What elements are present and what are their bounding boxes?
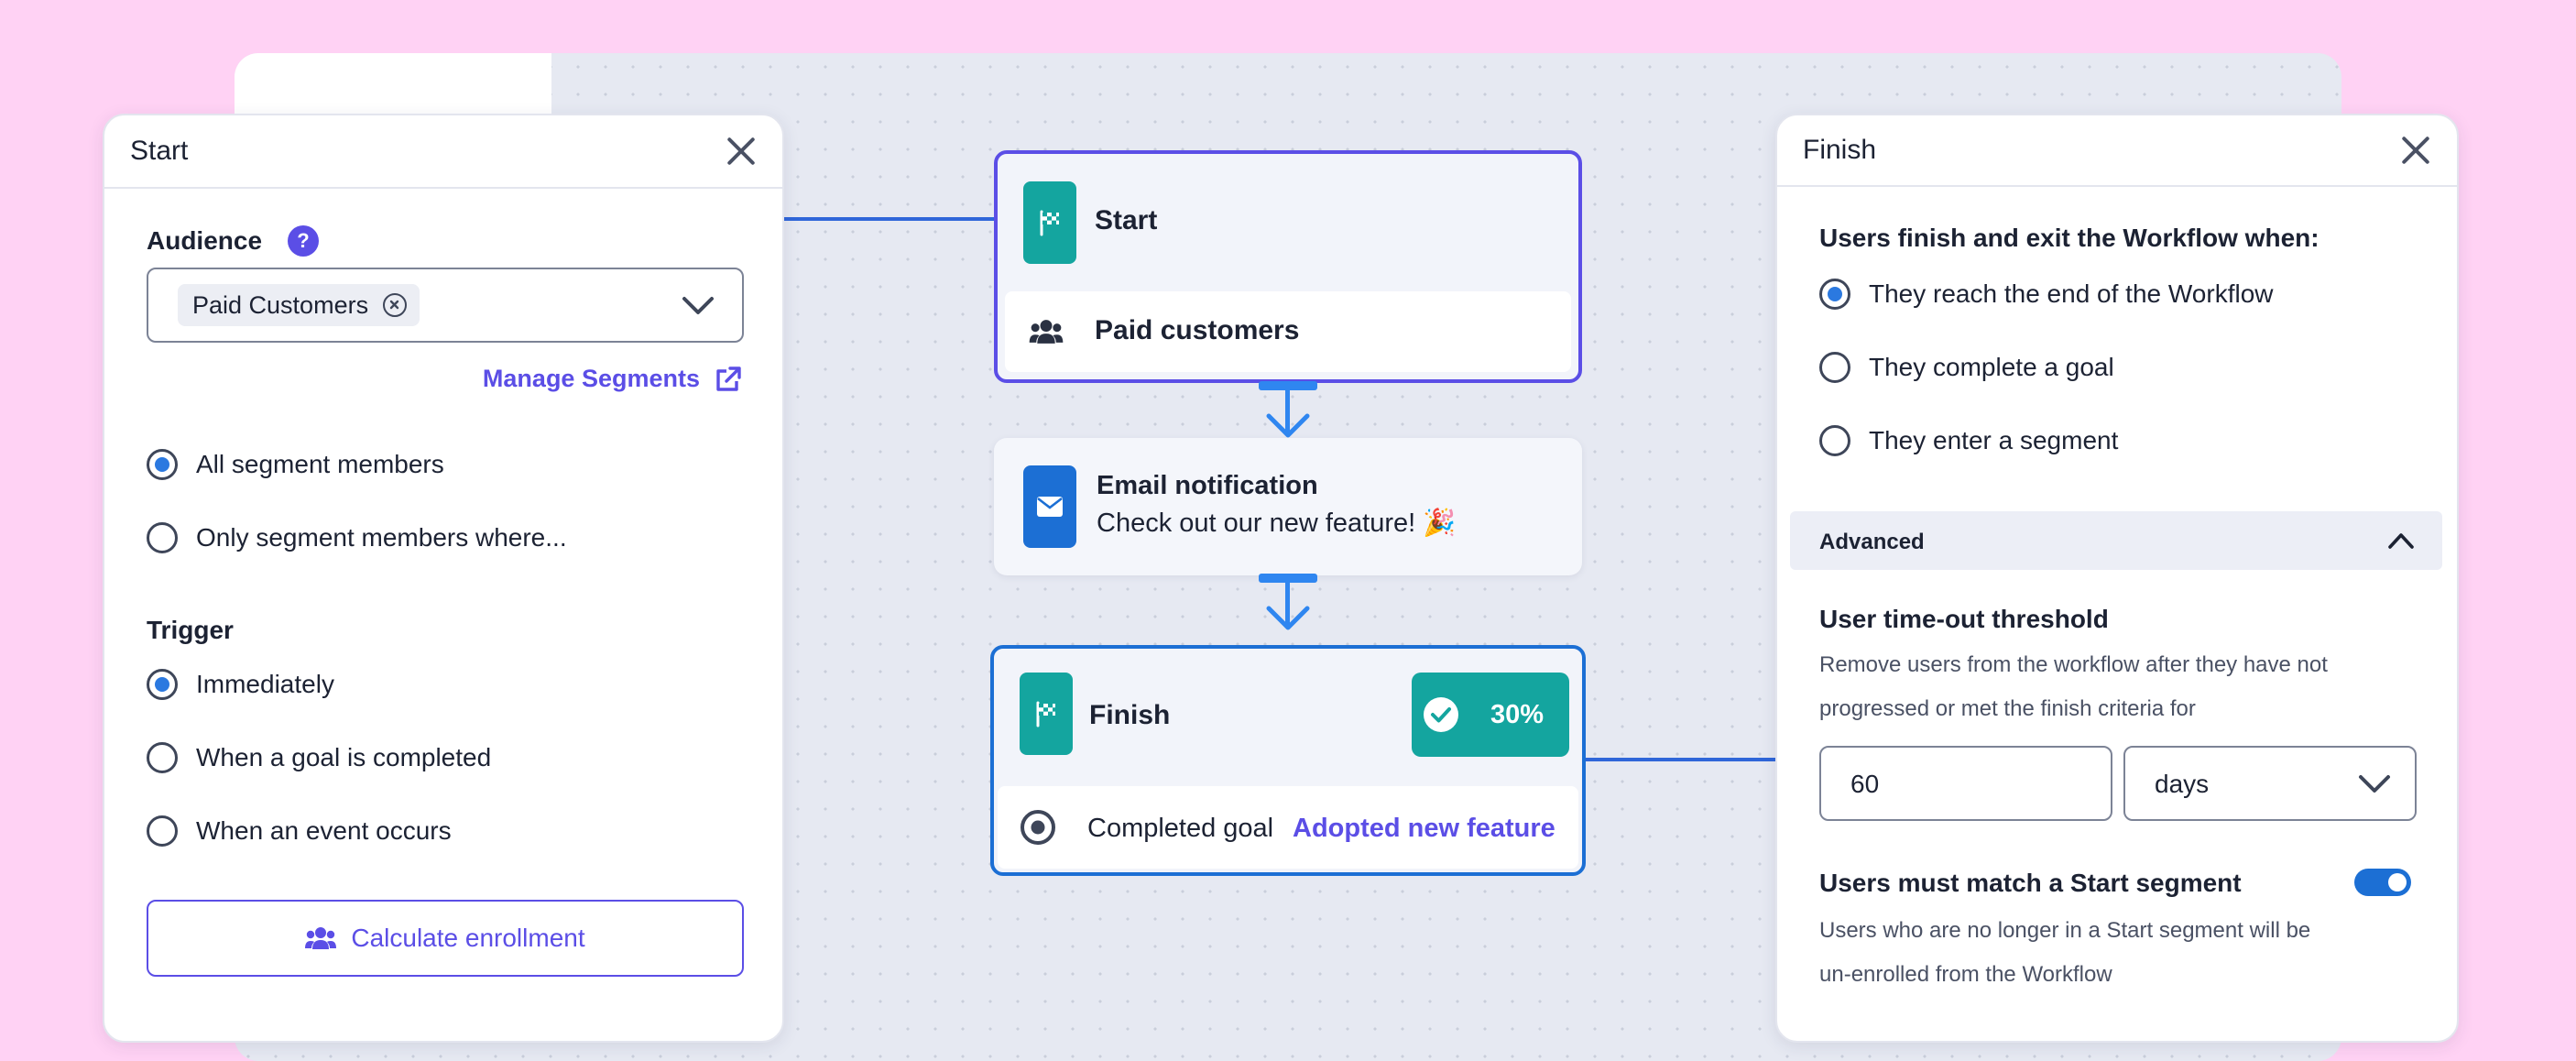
match-segment-description: Users who are no longer in a Start segme… [1819,918,2311,943]
timeout-description: Remove users from the workflow after the… [1819,652,2328,677]
remove-chip-icon[interactable] [383,293,408,317]
exit-condition-label: Users finish and exit the Workflow when: [1819,224,2319,252]
connector-handle[interactable] [1259,381,1317,390]
segment-chip: Paid Customers [178,284,420,326]
finish-node[interactable]: Finish 30% Completed goal Adopted new fe… [990,645,1586,876]
finish-connector-line [1583,758,1777,761]
arrow-down-icon [1266,606,1310,630]
external-link-icon [716,366,741,391]
panel-title: Finish [1803,135,1877,165]
mail-icon [1023,465,1076,548]
start-node-audience: Paid customers [1005,291,1571,372]
node-title: Start [1095,205,1158,235]
advanced-label: Advanced [1819,530,1925,554]
flag-icon [1023,181,1076,264]
exit-option-goal[interactable]: They complete a goal [1819,352,2114,383]
trigger-option-goal[interactable]: When a goal is completed [147,742,491,773]
node-title: Finish [1089,700,1171,730]
completion-badge: 30% [1412,673,1569,757]
radio-selected[interactable] [147,669,178,700]
radio-unselected[interactable] [147,522,178,553]
finish-panel: Finish Users finish and exit the Workflo… [1775,114,2459,1043]
timeout-description: progressed or met the finish criteria fo… [1819,696,2196,721]
start-panel-header: Start [104,115,782,189]
chevron-down-icon [2359,775,2390,793]
flag-icon [1020,673,1073,755]
start-connector-line [784,217,997,221]
radio-selected[interactable] [1819,279,1850,310]
connector-handle[interactable] [1259,574,1317,583]
goal-prefix: Completed goal [1087,814,1274,843]
chevron-up-icon[interactable] [2387,531,2415,550]
timeout-unit: days [2155,770,2210,798]
trigger-option-event[interactable]: When an event occurs [147,815,452,847]
audience-name: Paid customers [1095,315,1300,345]
advanced-section-header[interactable]: Advanced [1790,511,2442,570]
manage-segments-link[interactable]: Manage Segments [483,365,742,393]
exit-option-end[interactable]: They reach the end of the Workflow [1819,279,2274,310]
help-icon[interactable]: ? [288,225,320,257]
timeout-value: 60 [1850,770,1880,798]
toggle-knob [2388,873,2407,891]
audience-label: Audience ? [147,225,320,257]
segment-chip-label: Paid Customers [192,290,369,319]
close-icon[interactable] [2400,135,2431,166]
calculate-enrollment-button[interactable]: Calculate enrollment [147,900,744,977]
arrow-connector [1285,388,1290,434]
completion-percent: 30% [1490,699,1545,729]
audience-select[interactable]: Paid Customers [147,268,744,343]
close-icon[interactable] [726,136,757,167]
timeout-value-input[interactable]: 60 [1819,746,2112,821]
match-segment-toggle[interactable] [2354,869,2411,896]
radio-unselected[interactable] [1819,425,1850,456]
timeout-label: User time-out threshold [1819,605,2109,633]
users-icon [1029,320,1064,344]
radio-unselected[interactable] [147,815,178,847]
radio-unselected[interactable] [147,742,178,773]
finish-node-goal: Completed goal Adopted new feature [998,786,1578,869]
timeout-unit-select[interactable]: days [2123,746,2417,821]
radio-unselected[interactable] [1819,352,1850,383]
check-circle-icon [1424,697,1458,732]
panel-title: Start [130,136,189,166]
match-segment-description: un-enrolled from the Workflow [1819,962,2112,987]
arrow-connector [1285,581,1290,627]
chevron-down-icon[interactable] [682,295,715,317]
target-icon [1021,810,1055,845]
audience-option-all[interactable]: All segment members [147,449,444,480]
start-panel: Start Audience ? Paid Customers Manage S… [103,114,784,1043]
trigger-option-immediately[interactable]: Immediately [147,669,334,700]
users-icon [305,927,337,949]
email-message: Check out our new feature! 🎉 [1097,509,1457,538]
goal-name[interactable]: Adopted new feature [1293,814,1555,843]
audience-option-where[interactable]: Only segment members where... [147,522,567,553]
trigger-label: Trigger [147,616,234,644]
email-node[interactable]: Email notification Check out our new fea… [994,438,1582,575]
finish-panel-header: Finish [1777,115,2457,187]
radio-selected[interactable] [147,449,178,480]
exit-option-segment[interactable]: They enter a segment [1819,425,2118,456]
start-node[interactable]: Start Paid customers [994,150,1582,383]
match-segment-label: Users must match a Start segment [1819,869,2242,897]
node-title: Email notification [1097,471,1318,500]
arrow-down-icon [1266,413,1310,438]
